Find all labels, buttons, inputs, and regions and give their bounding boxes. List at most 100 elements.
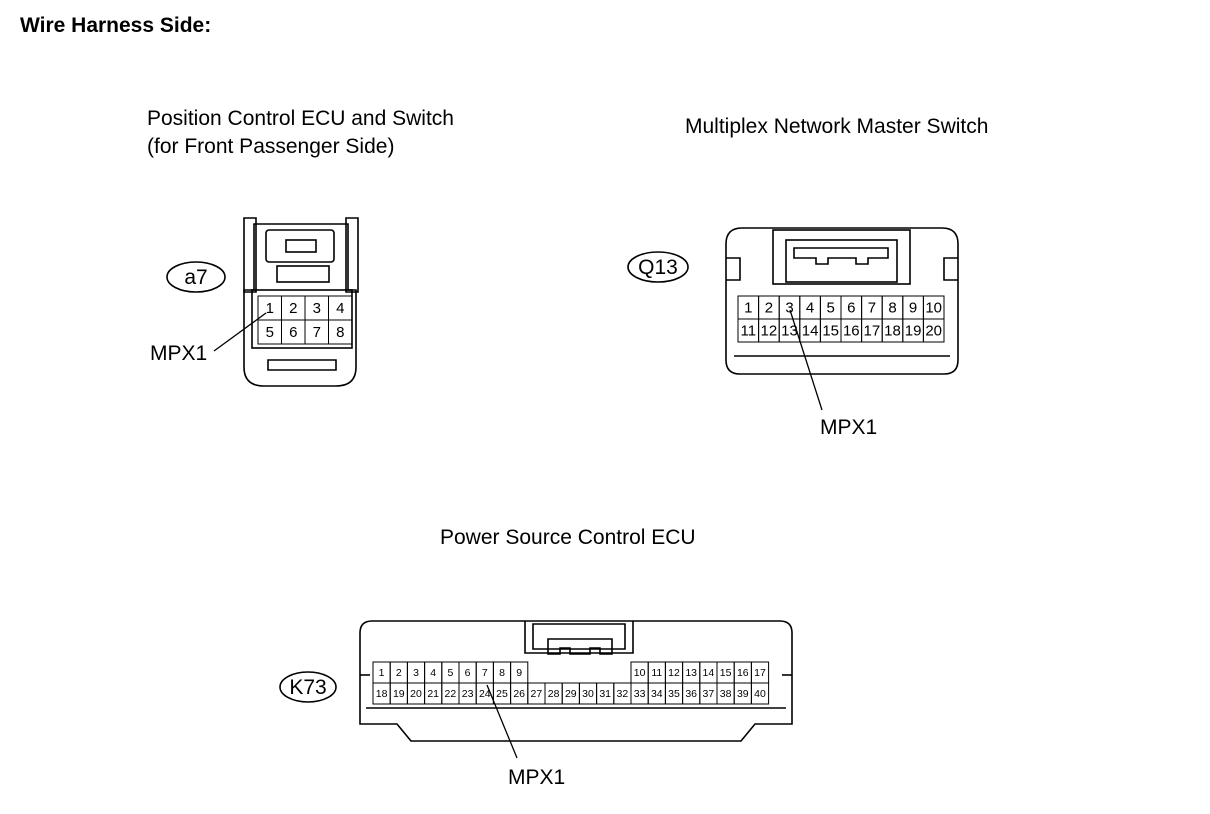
connector-k73-pin-label: 27 [531, 688, 543, 700]
connector-k73-pin-label: 30 [582, 688, 594, 700]
connector-q13-id-oval [627, 251, 689, 283]
connector-q13-pin-label: 1 [744, 300, 752, 317]
connector-a7-pin-label: 3 [313, 300, 321, 317]
connector-k73-pin-label: 37 [703, 688, 715, 700]
connector-k73-id-oval [279, 671, 337, 703]
connector-k73-pin-label: 15 [720, 667, 732, 679]
connector-a7-pin-label: 5 [266, 324, 274, 341]
connector-q13-id: Q13 [638, 256, 678, 279]
connector-k73-pin-label: 2 [396, 667, 402, 679]
connector-k73-caption: Power Source Control ECU [440, 524, 696, 552]
connector-k73-pin-label: 36 [685, 688, 697, 700]
connector-k73-pin-label: 19 [393, 688, 405, 700]
connector-k73-pin-label: 17 [754, 667, 766, 679]
connector-a7-callout-label: MPX1 [150, 342, 207, 365]
connector-k73-pin-label: 28 [548, 688, 560, 700]
connector-k73-pin-label: 38 [720, 688, 732, 700]
connector-k73-pin-label: 10 [634, 667, 646, 679]
connector-a7-pin-label: 4 [336, 300, 344, 317]
connector-q13-pin-label: 5 [827, 300, 835, 317]
connector-k73-pin-label: 29 [565, 688, 577, 700]
connector-a7-bottom-lip [267, 359, 337, 371]
connector-a7-pin-label: 8 [336, 324, 344, 341]
page-title: Wire Harness Side: [20, 14, 212, 37]
connector-q13-key-latch [793, 247, 889, 265]
connector-k73-pin-label: 5 [447, 667, 453, 679]
connector-k73-pin-label: 35 [668, 688, 680, 700]
connector-k73-pin-label: 3 [413, 667, 419, 679]
connector-a7-pin-cell [328, 319, 353, 345]
connector-q13-key-housing [772, 229, 911, 285]
connector-q13-key-inner [785, 239, 898, 283]
connector-q13-pin-label: 13 [781, 323, 798, 340]
connector-k73-pin-cell [750, 682, 770, 705]
connector-q13-pin-label: 16 [843, 323, 860, 340]
connector-k73-pin-label: 21 [427, 688, 439, 700]
connector-a7-key-rib [276, 265, 330, 283]
connector-a7-pin-label: 2 [289, 300, 297, 317]
connector-a7-id-oval [166, 261, 226, 293]
connector-a7-caption: Position Control ECU and Switch (for Fro… [147, 105, 454, 161]
connector-k73-pin-label: 8 [499, 667, 505, 679]
connector-k73-pin-label: 6 [465, 667, 471, 679]
connector-k73-pin-label: 25 [496, 688, 508, 700]
connector-k73-pin-label: 4 [430, 667, 436, 679]
connector-k73-pin-label: 26 [513, 688, 525, 700]
connector-k73-pin-label: 18 [376, 688, 388, 700]
connector-k73-pin-label: 33 [634, 688, 646, 700]
connector-k73-pin-label: 12 [668, 667, 680, 679]
connector-a7-caption-line-1: Position Control ECU and Switch [147, 107, 454, 130]
connector-k73-pin-label: 7 [482, 667, 488, 679]
connector-a7-pin-label: 7 [313, 324, 321, 341]
connector-q13-pin-label: 20 [925, 323, 942, 340]
connector-q13-pin-label: 15 [822, 323, 839, 340]
connector-k73-pin-label: 13 [685, 667, 697, 679]
connector-k73-key-inner [532, 623, 626, 650]
connector-k73-id: K73 [289, 676, 326, 699]
connector-q13-body [725, 227, 959, 375]
connector-k73-key-latch [547, 638, 613, 655]
connector-a7-id: a7 [184, 266, 207, 289]
connector-k73-pin-label: 32 [617, 688, 629, 700]
connector-k73-pin-label: 24 [479, 688, 491, 700]
connector-k73-pin-label: 31 [599, 688, 611, 700]
connector-q13-pin-label: 8 [888, 300, 896, 317]
connector-k73-callout-label: MPX1 [508, 766, 565, 789]
connector-q13-top-shoulder [726, 257, 741, 281]
connector-q13-pin-cell [922, 318, 945, 343]
connector-q13-pin-label: 18 [884, 323, 901, 340]
connector-a7-key-slot [285, 239, 317, 253]
connector-q13-pin-label: 6 [847, 300, 855, 317]
connector-q13-pin-label: 7 [868, 300, 876, 317]
connector-q13-pin-label: 2 [765, 300, 773, 317]
connector-q13-pin-label: 3 [785, 300, 793, 317]
connector-a7-pin-label: 1 [266, 300, 274, 317]
connector-k73-pin-label: 39 [737, 688, 749, 700]
connector-k73-pin-label: 16 [737, 667, 749, 679]
connector-a7-left-latch [243, 217, 257, 293]
connector-q13-pin-label: 14 [802, 323, 819, 340]
connector-k73-pin-label: 22 [445, 688, 457, 700]
connector-k73-pin-label: 9 [516, 667, 522, 679]
connector-q13-pin-label: 4 [806, 300, 814, 317]
connector-q13-caption-line-1: Multiplex Network Master Switch [685, 115, 989, 138]
connector-k73-pin-label: 34 [651, 688, 663, 700]
connector-a7-pin-label: 6 [289, 324, 297, 341]
connector-q13-pin-label: 11 [741, 323, 757, 340]
connector-q13-pin-label: 9 [909, 300, 917, 317]
connector-k73-pin-label: 23 [462, 688, 474, 700]
connector-q13-pin-label: 10 [925, 300, 942, 317]
connector-k73-body [359, 620, 793, 742]
connector-a7-right-latch [345, 217, 359, 293]
connector-q13-caption: Multiplex Network Master Switch [685, 113, 988, 141]
connector-a7-body [243, 223, 357, 387]
connector-a7-callout-line [213, 312, 267, 352]
connector-q13-pin-label: 19 [905, 323, 922, 340]
connector-q13-pin-label: 17 [864, 323, 881, 340]
connector-a7-top-key [265, 229, 335, 263]
